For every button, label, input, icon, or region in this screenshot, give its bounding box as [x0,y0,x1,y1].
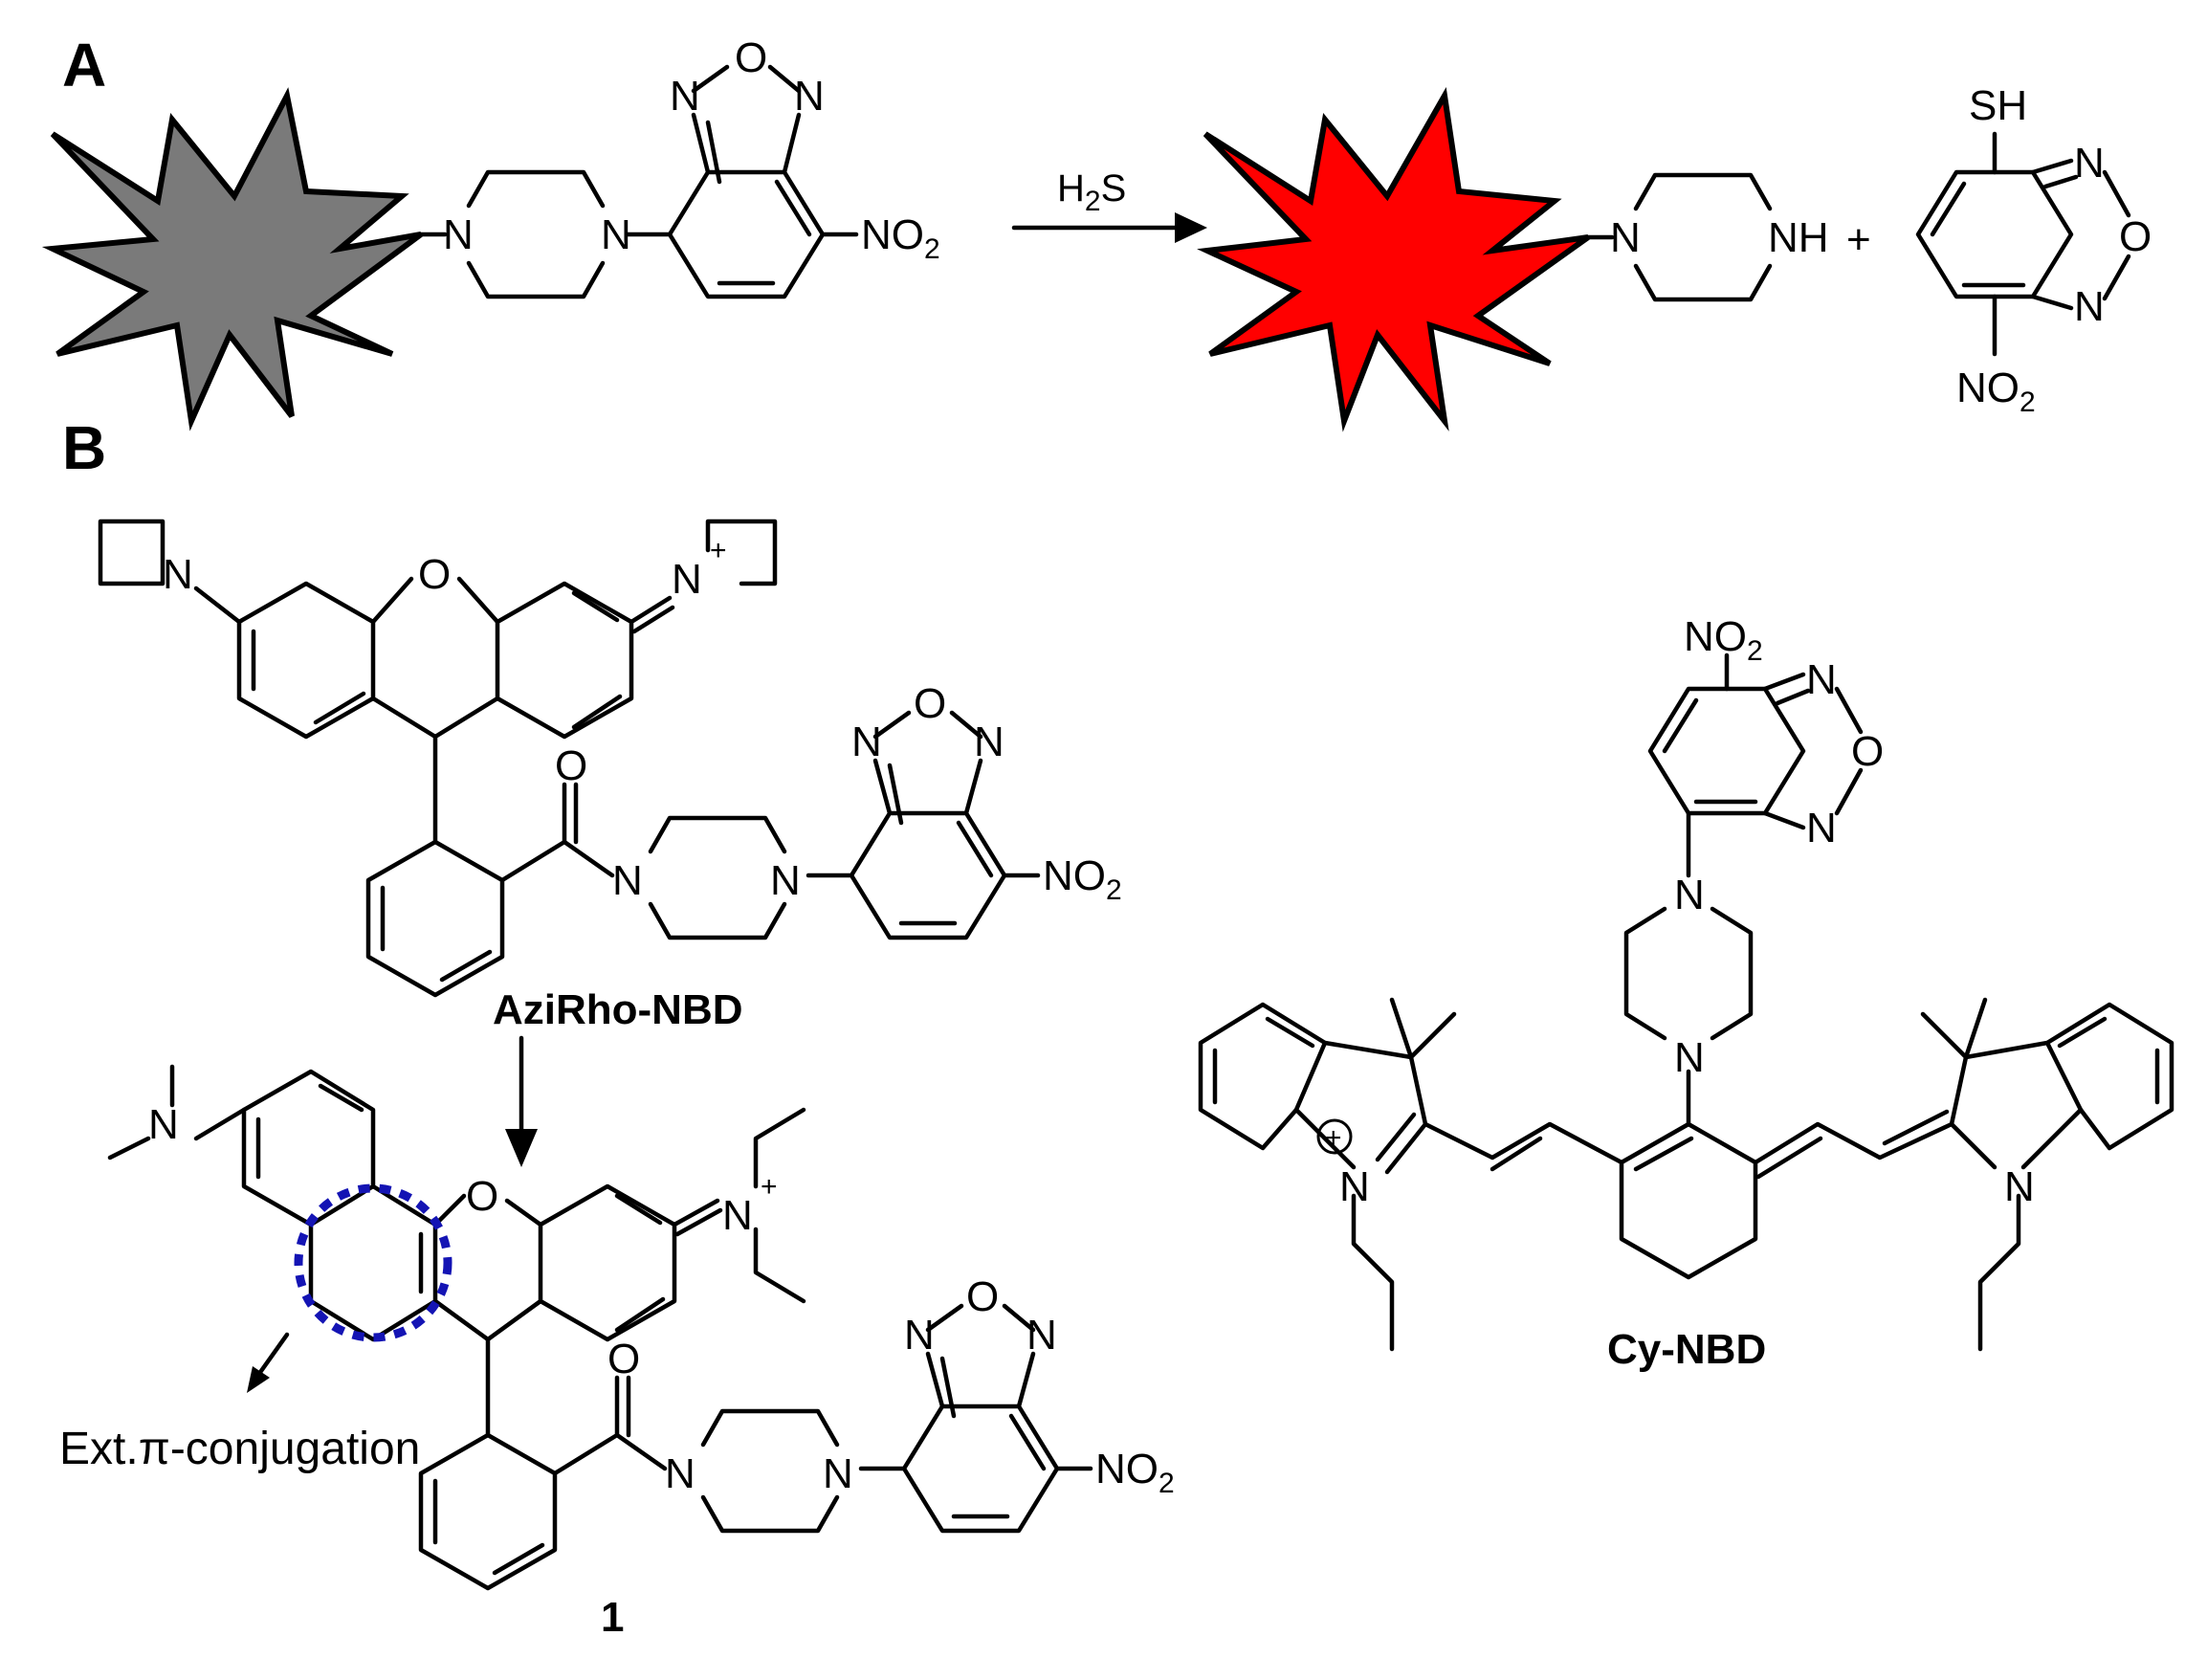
piperazine-n-right: N [601,211,631,258]
compound1-nbd-n: N [1026,1312,1057,1359]
azirho-nbd-n: N [974,718,1004,765]
azirho-nbd-o: O [914,680,946,727]
nbd-sh-group [1915,131,2131,357]
extended-conjugation-circle [294,1183,452,1342]
cy-piperazine-n-bottom: N [1674,1034,1705,1081]
reagent-h2s: H2S [1057,167,1126,217]
plus-sign: + [1846,216,1871,263]
piperazine-product-n: N [1610,214,1641,261]
azirho-n-charge: + [710,535,727,566]
compound1-o-bridge: O [466,1173,498,1220]
cy-nbd-n-top: N [1806,656,1837,703]
compound1-nme2-n: N [148,1101,179,1148]
nbd-sh-n-top: N [2074,140,2105,187]
compound-label-cy: Cy-NBD [1607,1326,1766,1373]
extended-conjugation-label: Ext.π-conjugation [59,1424,420,1474]
cy-piperazine-n-top: N [1674,872,1705,918]
azirho-nbd-structure [98,519,1041,998]
cy-nitro: NO2 [1684,613,1763,667]
annotation-arrow [254,1332,290,1381]
thiol-group: SH [1969,82,2027,129]
cy-nbd-n-bottom: N [1806,805,1837,851]
azirho-n-left: N [163,551,193,598]
cy-indolium-n: N [1339,1163,1370,1210]
nbd-group [667,64,859,299]
panel-label-a: A [62,31,106,99]
compound1-nbd-o: O [966,1273,999,1320]
azirho-piperazine-n: N [612,857,643,904]
reaction-arrowhead [1175,212,1207,243]
compound1-carbonyl-o: O [607,1336,640,1382]
compound1-n-charge: + [761,1171,778,1203]
compound1-piperazine-n: N [665,1450,695,1497]
nbd-n: N [670,73,700,120]
cy-indoline-n: N [2004,1163,2035,1210]
azirho-o-bridge: O [418,551,451,598]
cy-charge-plus: + [1325,1122,1342,1154]
piperazine-product-nh: NH [1768,214,1829,261]
annotation-arrowhead [247,1366,270,1393]
quenched-fluorophore-star [41,87,423,431]
piperazine-product [1585,172,1773,302]
compound1-nitro: NO2 [1095,1446,1175,1499]
piperazine-ring [418,169,673,299]
cy-charge-circle [1316,1118,1353,1155]
nbd-sh-o: O [2119,213,2152,260]
azirho-nbd-n: N [851,718,882,765]
conversion-arrowhead [505,1129,538,1167]
nbd-o: O [735,34,767,81]
azirho-n-right: N [672,556,702,603]
compound-1-structure [107,1064,1093,1591]
azirho-piperazine-n: N [770,857,801,904]
nbd-n: N [794,73,825,120]
cy-nbd-structure [1198,652,2174,1352]
piperazine-n-left: N [443,211,474,258]
released-fluorophore-star [1197,87,1590,432]
azirho-carbonyl-o: O [555,742,587,789]
compound1-net2-n: N [722,1192,753,1239]
compound1-piperazine-n: N [823,1450,853,1497]
nitro-group: NO2 [861,211,940,265]
nbd-sh-nitro: NO2 [1956,365,2036,418]
nbd-sh-n-bottom: N [2074,283,2105,330]
panel-label-b: B [62,413,106,482]
compound1-nbd-n: N [904,1312,935,1359]
compound-label-1: 1 [601,1594,624,1641]
cy-nbd-o: O [1851,728,1884,775]
azirho-nitro: NO2 [1043,852,1122,906]
compound-label-azirho: AziRho-NBD [493,986,743,1033]
